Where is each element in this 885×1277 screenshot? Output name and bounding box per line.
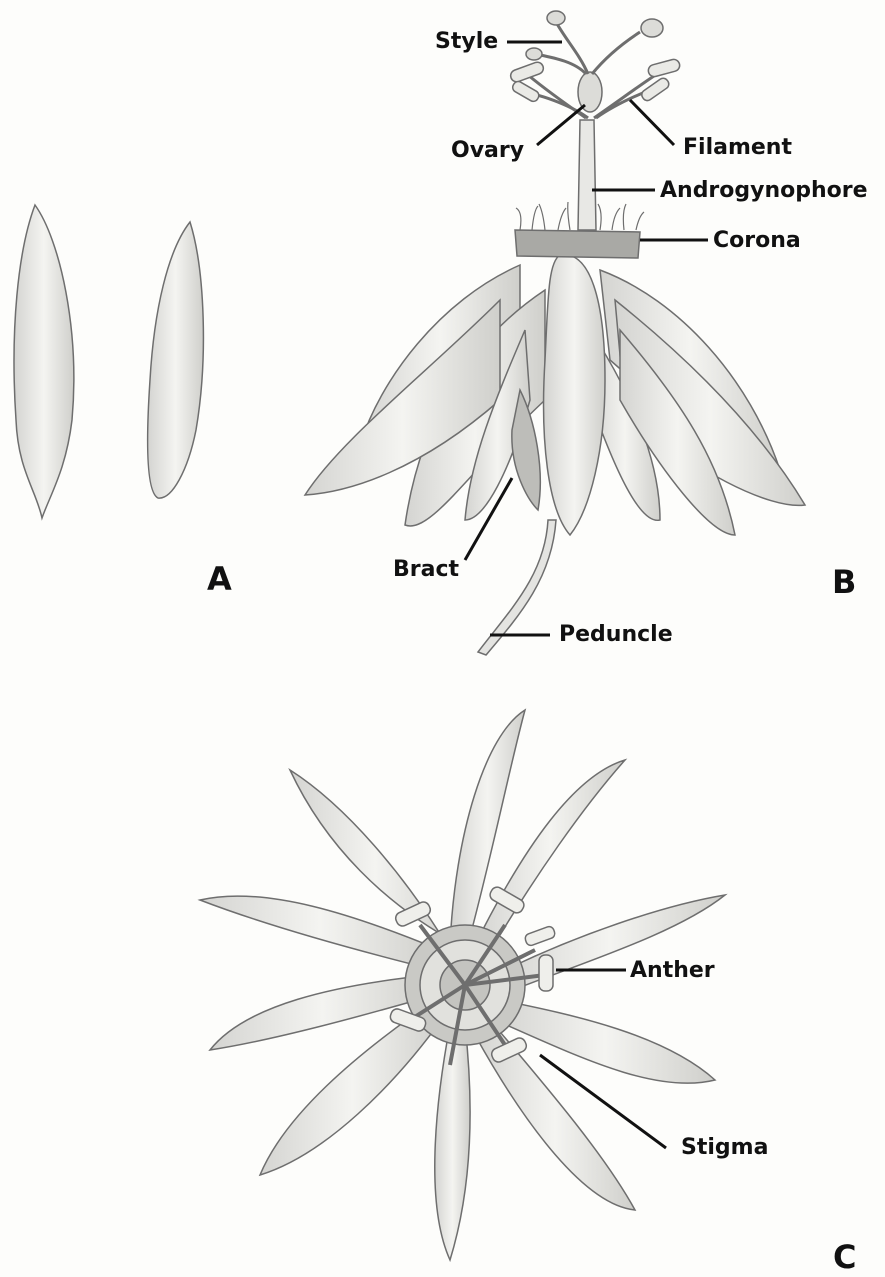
bract-label: Bract bbox=[393, 557, 459, 582]
panel-a-drawing bbox=[14, 205, 203, 518]
panel-b-letter: B bbox=[832, 563, 856, 601]
peduncle-label: Peduncle bbox=[559, 622, 673, 647]
sepal-drawing bbox=[14, 205, 74, 518]
panel-c-drawing bbox=[200, 710, 725, 1260]
androgynophore-drawing bbox=[578, 120, 596, 230]
androgynophore-label: Androgynophore bbox=[660, 178, 868, 203]
filament-leader bbox=[630, 100, 674, 145]
anther-label: Anther bbox=[630, 958, 715, 983]
style-label: Style bbox=[435, 29, 498, 54]
filament-label: Filament bbox=[683, 135, 792, 160]
ovary-leader bbox=[537, 105, 585, 145]
radiating-petal bbox=[450, 710, 525, 955]
corona-drawing bbox=[515, 230, 640, 258]
panel-c-letter: C bbox=[833, 1238, 856, 1276]
stigma-label: Stigma bbox=[681, 1135, 768, 1160]
corona-label: Corona bbox=[713, 228, 801, 253]
panel-a-letter: A bbox=[207, 560, 232, 598]
ovary-label: Ovary bbox=[451, 138, 524, 163]
panel-b-drawing bbox=[305, 11, 805, 655]
petal-drawing bbox=[148, 222, 204, 498]
